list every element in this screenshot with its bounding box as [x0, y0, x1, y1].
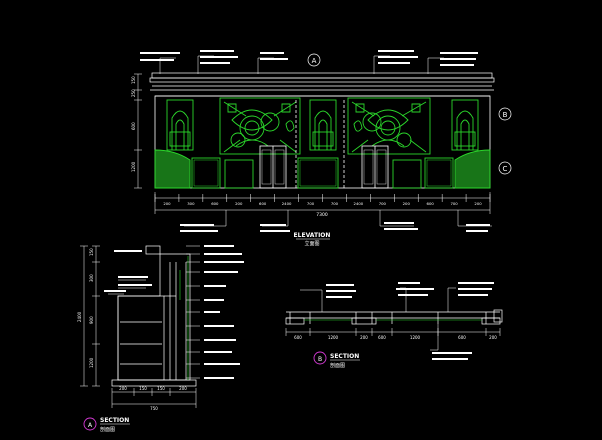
dim-bottom-label: 200 — [235, 201, 243, 206]
section-a-leaders-right — [186, 245, 200, 379]
dim-bottom-label: 700 — [379, 201, 387, 206]
center-pillar — [309, 99, 337, 151]
dim-left-0: 150 — [131, 76, 136, 84]
dim-bottom-label: 200 — [163, 201, 171, 206]
section-b-profile — [285, 309, 503, 325]
section-a-subtitle-text: 剖面图 — [100, 426, 115, 433]
section-b-title-text: SECTION — [330, 353, 359, 360]
elevation-marker-right: B C — [498, 107, 512, 175]
dim-bottom-label: 200 — [403, 201, 411, 206]
section-b-title: B SECTION 剖面图 — [313, 351, 360, 369]
section-a-title-text: SECTION — [100, 417, 129, 424]
section-b-labels — [326, 282, 494, 360]
section-a-profile — [111, 245, 197, 387]
dim-left-1: 250 — [131, 89, 136, 97]
section-a-leaders-left — [108, 279, 146, 295]
right-pillar — [451, 99, 479, 151]
section-b-dim-1: 200 — [360, 335, 368, 340]
marker-right-1-label: B — [503, 111, 508, 119]
section-b-dim-3: 600 — [378, 335, 386, 340]
left-pillar — [166, 99, 194, 151]
right-ornament — [347, 97, 431, 155]
dim-ticks — [154, 194, 491, 202]
dim-bottom-label: 700 — [331, 201, 339, 206]
dim-total: 7300 — [316, 212, 328, 218]
dim-labels: 200 300 600 200 600 2400 700 700 2400 700 200 600 70… — [163, 201, 482, 206]
section-a-dim-total: 750 — [150, 406, 158, 411]
elevation-marker-top: A — [307, 53, 321, 67]
section-a-dim-left-1: 300 — [89, 274, 94, 282]
ornament-panels — [154, 97, 491, 189]
section-a-dims-bottom — [111, 388, 197, 408]
elevation-title: ELEVATION 立面图 — [294, 232, 331, 247]
dim-bottom-label: 600 — [211, 201, 219, 206]
dim-bottom-label: 2400 — [282, 201, 292, 206]
section-a-dims-left — [80, 245, 100, 387]
section-a-title: A SECTION 剖面图 — [83, 417, 130, 433]
dim-bottom-label: 2400 — [354, 201, 364, 206]
dim-bottom-label: 600 — [259, 201, 267, 206]
section-b-dim-6: 600 — [458, 335, 466, 340]
dim-left-2: 600 — [131, 122, 136, 130]
section-b-dim-2: 1200 — [328, 335, 339, 340]
section-a-dim-bottom-3: 200 — [179, 386, 187, 391]
section-a-dim-left-3: 1200 — [89, 357, 94, 368]
dim-bottom-label: 700 — [450, 201, 458, 206]
dim-bottom-label: 700 — [307, 201, 315, 206]
dim-bottom-label: 200 — [474, 201, 482, 206]
elevation-dims-left — [134, 73, 142, 189]
section-b-dim-0: 600 — [294, 335, 302, 340]
section-b-dim-5: 1200 — [410, 335, 421, 340]
section-b-marker-label: B — [318, 356, 322, 363]
section-a-left-labels — [104, 250, 152, 292]
section-a-dim-left-0: 150 — [89, 248, 94, 256]
section-a-dim-left-total: 2400 — [77, 311, 82, 322]
section-a-right-labels — [204, 245, 244, 379]
section-b-subtitle-text: 剖面图 — [330, 362, 345, 369]
section-a-dim-bottom-1: 150 — [139, 386, 147, 391]
dim-bottom-label: 300 — [187, 201, 195, 206]
bottom-label-blocks — [180, 222, 490, 232]
marker-top-label: A — [312, 57, 317, 65]
marker-right-2-label: C — [503, 165, 508, 173]
section-a-view: 150 300 900 1200 2400 200 150 150 200 75… — [77, 245, 244, 433]
section-b-dim-4: 200 — [489, 335, 497, 340]
section-a-green-edge — [179, 256, 189, 380]
dim-bottom-label: 600 — [427, 201, 435, 206]
elevation-subtitle-text: 立面图 — [304, 240, 319, 247]
section-b-view: 600 1200 200 600 1200 600 200 B SECTION … — [285, 282, 503, 369]
section-a-dim-bottom-2: 150 — [157, 386, 165, 391]
section-b-dims — [285, 328, 501, 336]
dim-left-3: 1200 — [131, 161, 136, 172]
section-a-dim-left-2: 900 — [89, 316, 94, 324]
elevation-title-text: ELEVATION — [294, 232, 331, 239]
section-a-marker-label: A — [88, 422, 93, 429]
top-label-blocks — [140, 50, 478, 66]
elevation-view: A B C 150 250 600 1200 200 300 600 200 600 24… — [131, 50, 512, 247]
doors — [259, 100, 389, 189]
section-a-dim-bottom-0: 200 — [119, 386, 127, 391]
base-band — [154, 149, 491, 189]
